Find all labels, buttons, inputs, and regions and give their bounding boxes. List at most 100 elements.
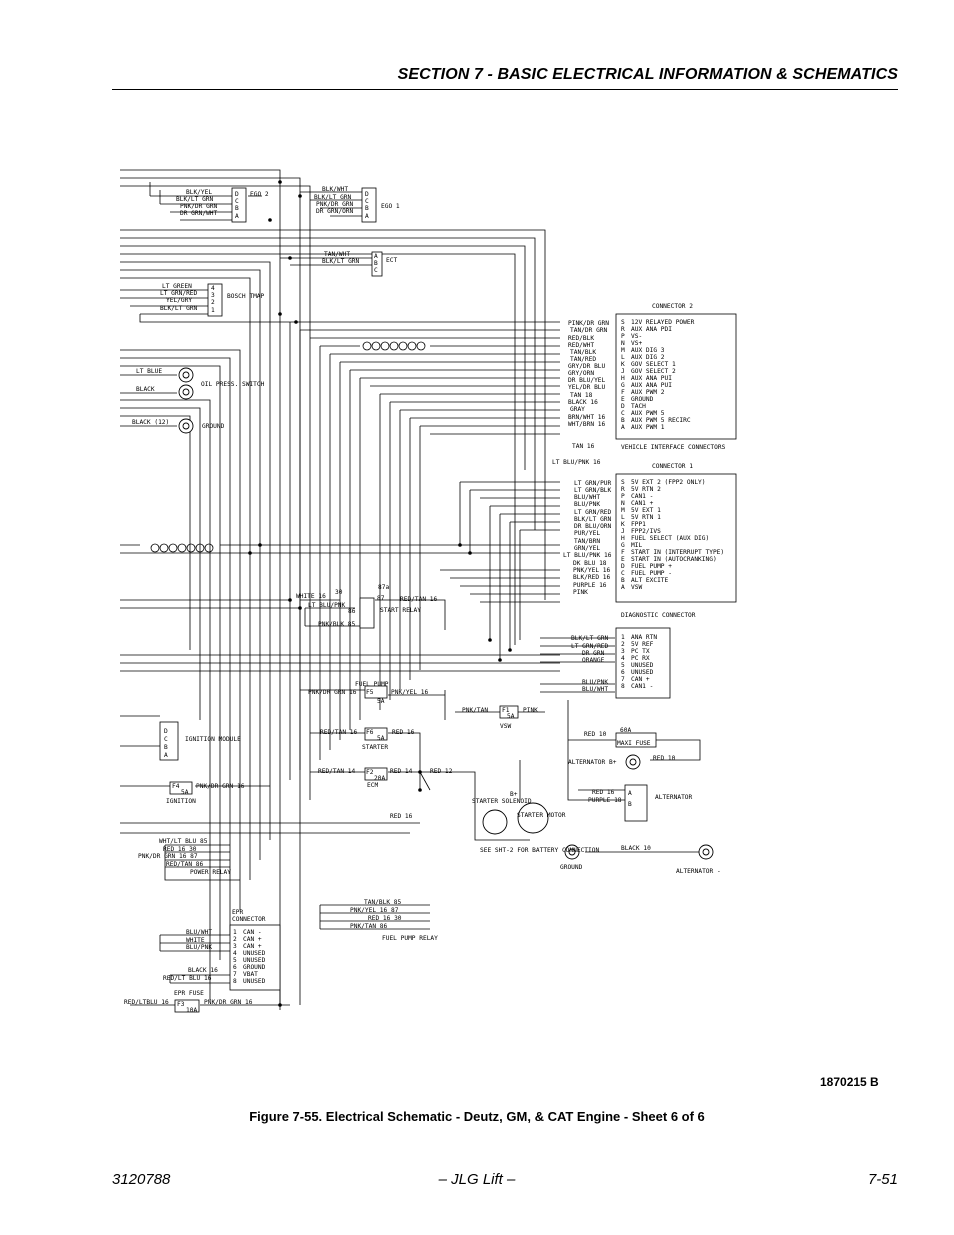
ego2-pin-b: B xyxy=(235,205,239,212)
c2-pin-f: F xyxy=(621,389,625,396)
starter-note: SEE SHT-2 FOR BATTERY CONNECTION xyxy=(480,847,599,854)
ego1-wire-3: PNK/DR GRN xyxy=(316,201,354,208)
ignition-module-label: IGNITION MODULE xyxy=(185,736,241,743)
vic-label: VEHICLE INTERFACE CONNECTORS xyxy=(621,444,726,451)
drawing-number: 1870215 B xyxy=(820,1075,879,1089)
diag-wire-8: BLU/WHT xyxy=(582,686,608,693)
fuel-pump-relay-wire-87: PNK/YEL 16 87 xyxy=(350,907,399,914)
ground-top-wire: BLACK (12) xyxy=(132,419,169,426)
c1-pin-g: G xyxy=(621,542,625,549)
ign-pin-a: A xyxy=(164,752,168,759)
alternator-b-wire: RED 10 xyxy=(653,755,676,762)
c1-func-e: START IN (AUTOCRANKING) xyxy=(631,556,717,563)
ego1-pin-c: C xyxy=(365,198,369,205)
c1-wire-n: BLU/PNK xyxy=(574,501,600,508)
c1-wire-f: LT BLU/PNK 16 xyxy=(563,552,612,559)
c1-wire-l: BLK/LT GRN xyxy=(574,516,612,523)
c2-func-m: AUX DIG 3 xyxy=(631,347,665,354)
c2-func-r: AUX ANA PDI xyxy=(631,326,672,333)
epr-func-7: VBAT xyxy=(243,971,258,978)
c1-func-l: 5V RTN 1 xyxy=(631,514,661,521)
maxi-fuse-label: MAXI FUSE xyxy=(617,740,651,747)
epr-func-5: UNUSED xyxy=(243,957,266,964)
c2-func-h: AUX ANA PUI xyxy=(631,375,672,382)
diag-wire-7: BLU/PNK xyxy=(582,679,608,686)
power-relay-wire-87: PNK/DR GRN 16 87 xyxy=(138,853,198,860)
c2-func-j: GOV SELECT 2 xyxy=(631,368,676,375)
c2-func-k: GOV SELECT 1 xyxy=(631,361,676,368)
epr-func-8: UNUSED xyxy=(243,978,266,985)
c2-func-c: AUX PWM 5 xyxy=(631,410,665,417)
c2-func-n: VS+ xyxy=(631,340,642,347)
c1-func-f: START IN (INTERRUPT TYPE) xyxy=(631,549,724,556)
c1-pin-k: K xyxy=(621,521,625,528)
fuse-f5-amp: 5A xyxy=(377,698,385,705)
c2-func-l: AUX DIG 2 xyxy=(631,354,665,361)
fuse-f3-id: F3 xyxy=(177,1001,185,1008)
ego2-pin-a: A xyxy=(235,213,239,220)
c1-func-m: 5V EXT 1 xyxy=(631,507,661,514)
c1-func-r: 5V RTN 2 xyxy=(631,486,661,493)
fuel-pump-relay-wire-30: RED 16 30 xyxy=(368,915,402,922)
epr-pin-6: 6 xyxy=(233,964,237,971)
c1-func-c: FUEL PUMP - xyxy=(631,570,672,577)
starter-fuse-wire-1: RED/TAN 16 xyxy=(320,729,358,736)
c2-pin-n: N xyxy=(621,340,625,347)
c2-func-p: VS- xyxy=(631,333,642,340)
c1-wire-s: LT GRN/PUR xyxy=(574,480,612,487)
diag-pin-3: 3 xyxy=(621,648,625,655)
schematic-labels: BLK/YEL BLK/LT GRN PNK/DR GRN DR GRN/WHT… xyxy=(124,186,726,1014)
c2-wire-c: BRN/WHT 16 xyxy=(568,414,606,421)
c1-func-s: 5V EXT 2 (FPP2 ONLY) xyxy=(631,479,706,486)
c1-pin-j: J xyxy=(621,528,625,535)
c1-wire-a: PINK xyxy=(573,589,588,596)
epr-pin-5: 5 xyxy=(233,957,237,964)
c1-wire-r: LT GRN/BLK xyxy=(574,487,612,494)
epr-fuse-wire-2: PNK/DR GRN 16 xyxy=(204,999,253,1006)
c2-wire-m: TAN/BLK xyxy=(570,349,596,356)
tmap-wire-4: BLK/LT GRN xyxy=(160,305,198,312)
c1-func-h: FUEL SELECT (AUX DIG) xyxy=(631,535,709,542)
diag-func-8: CAN1 - xyxy=(631,683,653,690)
start-relay-term-87: 87 xyxy=(377,595,385,602)
diag-pin-5: 5 xyxy=(621,662,625,669)
fuel-pump-relay-wire-85: TAN/BLK 85 xyxy=(364,899,402,906)
ground-top-label: GROUND xyxy=(202,423,225,430)
c1-wire-e: DK BLU 18 xyxy=(573,560,607,567)
c1-wire-p: BLU/WHT xyxy=(574,494,600,501)
epr-func-2: CAN + xyxy=(243,936,262,943)
ecm-label: ECM xyxy=(367,782,378,789)
ground-bottom-wire: BLACK 10 xyxy=(621,845,651,852)
diag-pin-7: 7 xyxy=(621,676,625,683)
tmap-wire-3: YEL/GRY xyxy=(166,297,192,304)
maxi-fuse-wire: RED 10 xyxy=(584,731,607,738)
diag-func-6: UNUSED xyxy=(631,669,654,676)
diag-func-4: PC RX xyxy=(631,655,650,662)
c1-func-a: VSW xyxy=(631,584,642,591)
ign-pin-d: D xyxy=(164,728,168,735)
c1-func-d: FUEL PUMP + xyxy=(631,563,672,570)
ect-pin-b: B xyxy=(374,260,378,267)
diag-pin-4: 4 xyxy=(621,655,625,662)
ego2-label: EGO 2 xyxy=(250,191,269,198)
diag-pin-2: 2 xyxy=(621,641,625,648)
c2-pin-k: K xyxy=(621,361,625,368)
c2-wire-s: PINK/DR GRN xyxy=(568,320,609,327)
diag-func-1: ANA RTN xyxy=(631,634,657,641)
epr-wire-7: RED/LT BLU 16 xyxy=(163,975,212,982)
alternator-minus-label: ALTERNATOR - xyxy=(676,868,721,875)
oil-press-wire-1: LT BLUE xyxy=(136,368,162,375)
c2-wire-p: RED/BLK xyxy=(568,335,594,342)
c2-func-b: AUX PWM 5 RECIRC xyxy=(631,417,691,424)
c1-wire-c: BLK/RED 16 xyxy=(573,574,611,581)
vsw-wire-1: PNK/TAN xyxy=(462,707,488,714)
ecm-wire-1: RED/TAN 14 xyxy=(318,768,356,775)
c2-pin-j: J xyxy=(621,368,625,375)
fuse-f3-amp: 10A xyxy=(186,1007,197,1014)
ego1-wire-1: BLK/WHT xyxy=(322,186,348,193)
ego2-wire-3: PNK/DR GRN xyxy=(180,203,218,210)
junction-dots xyxy=(248,180,512,1007)
c1-pin-f: F xyxy=(621,549,625,556)
diag-wire-3: DR GRN xyxy=(582,650,605,657)
ego1-label: EGO 1 xyxy=(381,203,400,210)
